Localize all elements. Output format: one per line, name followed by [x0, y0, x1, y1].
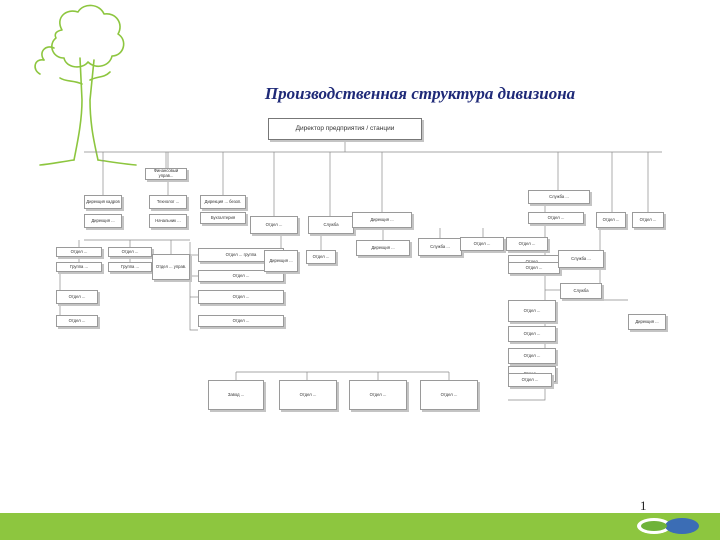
org-node-i3: Отдел ...	[250, 216, 298, 234]
org-node-m2: Отдел ...	[506, 237, 548, 251]
connector-line	[599, 228, 628, 301]
org-node-c2: Начальник ...	[149, 214, 187, 228]
org-node-s1: Завод ...	[208, 380, 264, 410]
org-node-o4: Служба	[560, 283, 602, 299]
org-node-s3: Отдел ...	[349, 380, 407, 410]
org-node-p1: Дирекция ...	[628, 314, 666, 330]
org-node-o6: Отдел ...	[508, 373, 552, 387]
org-node-c1: Технолог ...	[149, 195, 187, 209]
org-node-j1: Дирекция ...	[264, 250, 298, 272]
org-node-f1: Отдел ...	[108, 247, 152, 257]
org-node-j2: Отдел ...	[306, 250, 336, 264]
org-node-n1: Служба ...	[528, 190, 590, 204]
org-node-s2: Отдел ...	[279, 380, 337, 410]
org-node-k1: Дирекция ...	[352, 212, 412, 228]
footer-bar	[0, 513, 720, 540]
org-node-i4: Служба	[308, 216, 354, 234]
org-node-i1: Отдел ...	[56, 290, 98, 304]
org-node-n5: Служба ...	[558, 250, 604, 268]
org-node-i2: Отдел ...	[56, 315, 98, 327]
org-node-l2: Служба ...	[418, 238, 462, 256]
org-node-f3: Отдел ... управ.	[152, 254, 190, 280]
org-node-dir: Директор предприятия / станции	[268, 118, 422, 140]
connector-line	[508, 225, 546, 401]
org-node-o1: Отдел ...	[508, 300, 556, 322]
org-node-e2: Группа ...	[56, 262, 102, 272]
page-number: 1	[640, 498, 647, 513]
org-node-n2: Отдел ...	[528, 212, 584, 224]
org-node-n4: Отдел ...	[508, 262, 560, 274]
org-node-d1: Дирекция ... безоп.	[200, 195, 246, 209]
slide-title: Производственная структура дивизиона	[264, 84, 576, 103]
org-node-h1: Отдел ...	[198, 290, 284, 304]
org-node-h2: Отдел ...	[198, 315, 284, 327]
org-node-a1: Финансовый управ...	[145, 168, 187, 180]
org-node-b2: Дирекция ...	[84, 214, 122, 228]
org-node-o3: Отдел ...	[508, 348, 556, 364]
org-node-b1: Дирекция кадров	[84, 195, 122, 209]
org-node-g2: Отдел ...	[198, 270, 284, 282]
connector-line	[189, 242, 198, 331]
org-node-o8: Отдел ...	[632, 212, 664, 228]
org-node-e1: Отдел ...	[56, 247, 102, 257]
tree-logo-graphic	[34, 4, 137, 166]
org-node-d2: Бухгалтерия	[200, 212, 246, 224]
org-node-l1: Дирекция ...	[356, 240, 410, 256]
org-node-o2: Отдел ...	[508, 326, 556, 342]
brand-logo-icon	[637, 518, 699, 534]
org-node-f2: Группа ...	[108, 262, 152, 272]
org-node-s4: Отдел ...	[420, 380, 478, 410]
org-node-o7: Отдел ...	[596, 212, 626, 228]
org-node-m1: Отдел ...	[460, 237, 504, 251]
